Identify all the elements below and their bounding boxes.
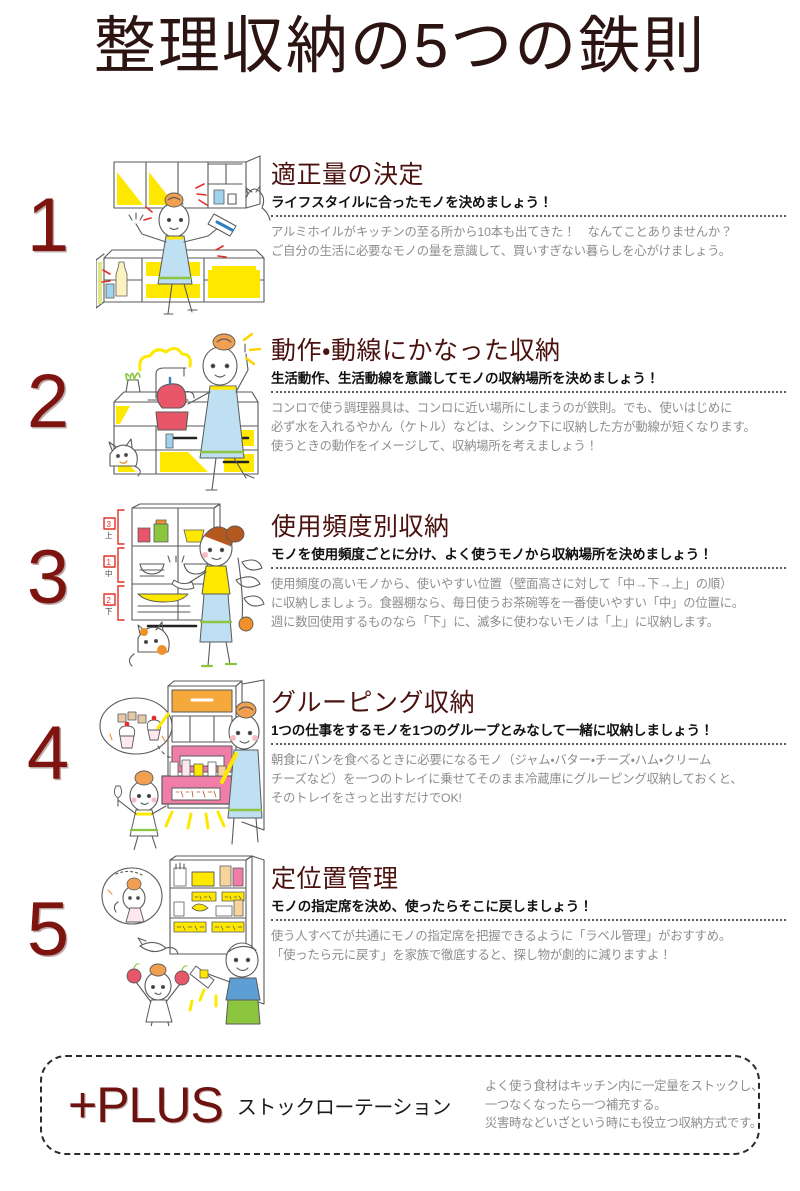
plus-label: ストックローテーション xyxy=(236,1096,452,1119)
page-title: 整理収納の5つの鉄則 xyxy=(93,12,707,81)
illustration-kitchen-cabinets-woman xyxy=(96,150,271,322)
rule-subtitle-1: ライフスタイルに合ったモノを決めましょう！ xyxy=(271,194,553,210)
rule-body-4: グルーピング収納 1つの仕事をするモノを1つのグループとみなして一緒に収納しまし… xyxy=(271,678,800,808)
rule-subtitle-4: 1つの仕事をするモノを1つのグループとみなして一緒に収納しましょう！ xyxy=(271,722,714,738)
plus-callout-box: +PLUS ストックローテーション よく使う食材はキッチン内に一定量をストックし… xyxy=(40,1055,763,1155)
svg-text:3: 3 xyxy=(107,520,112,529)
rule-subtitle-3: モノを使用頻度ごとに分け、よく使うモノから収納場所を決めましょう！ xyxy=(271,546,713,562)
rule-number-3: 3 xyxy=(26,535,70,620)
rule-heading-4: グルーピング収納 xyxy=(271,689,476,717)
plus-desc-line: 一つなくなったら一つ補充する。 xyxy=(484,1097,667,1112)
rule-desc-line: チーズなど）を一つのトレイに乗せてそのまま冷蔵庫にグルーピング収納しておくと、 xyxy=(271,772,743,787)
rules-list: 1 xyxy=(0,150,800,1030)
rule-desc-line: に収納しましょう。食器棚なら、毎日使うお茶碗等を一番使いやすい「中」の位置に。 xyxy=(271,596,744,611)
svg-text:1: 1 xyxy=(107,558,112,567)
illustration-cupboard-zones-woman: 3 1 2 上 中 下 xyxy=(96,502,271,674)
rule-number-1: 1 xyxy=(26,183,70,268)
rule-number-4: 4 xyxy=(26,711,70,796)
rule-divider-3 xyxy=(271,567,786,570)
rule-subtitle-5: モノの指定席を決め、使ったらそこに戻しましょう！ xyxy=(271,898,593,914)
rule-desc-2: コンロで使う調理器具は、コンロに近い場所にしまうのが鉄則。でも、使いはじめに 必… xyxy=(271,399,786,456)
rule-heading-2: 動作・動線にかなった収納 xyxy=(271,337,561,365)
rule-body-5: 定位置管理 モノの指定席を決め、使ったらそこに戻しましょう！ 使う人すべてが共通… xyxy=(271,854,800,965)
rule-desc-1: アルミホイルがキッチンの至る所から10本も出てきた！ なんてことありませんか？ … xyxy=(271,223,786,261)
rule-body-1: 適正量の決定 ライフスタイルに合ったモノを決めましょう！ アルミホイルがキッチン… xyxy=(271,150,800,261)
rule-heading-1: 適正量の決定 xyxy=(271,161,425,189)
rule-desc-line: ご自分の生活に必要なモノの量を意識して、買いすぎない暮らしを心がけましょう。 xyxy=(271,244,731,259)
rule-number-2: 2 xyxy=(26,359,70,444)
rule-item-4: 4 xyxy=(0,678,800,854)
rule-desc-5: 使う人すべてが共通にモノの指定席を把握できるように「ラベル管理」がおすすめ。 「… xyxy=(271,927,786,965)
rule-desc-line: 週に数回使用するものなら「下」に、滅多に使わないモノは「上」に収納します。 xyxy=(271,615,719,630)
rule-desc-line: 必ず水を入れるやかん（ケトル）などは、シンク下に収納した方が動線が短くなります。 xyxy=(271,420,756,435)
svg-text:中: 中 xyxy=(105,568,113,578)
rule-desc-line: コンロで使う調理器具は、コンロに近い場所にしまうのが鉄則。でも、使いはじめに xyxy=(271,401,733,416)
rule-subtitle-2: 生活動作、生活動線を意識してモノの収納場所を決めましょう！ xyxy=(271,370,660,386)
plus-description: よく使う食材はキッチン内に一定量をストックし、 一つなくなったら一つ補充する。 … xyxy=(485,1077,763,1132)
rule-divider-1 xyxy=(271,215,786,218)
rule-desc-4: 朝食にパンを食べるときに必要になるモノ（ジャム・バター・チーズ・ハム・クリーム … xyxy=(271,751,786,808)
rule-body-3: 使用頻度別収納 モノを使用頻度ごとに分け、よく使うモノから収納場所を決めましょう… xyxy=(271,502,800,632)
rule-desc-line: 使うときの動作をイメージして、収納場所を考えましょう！ xyxy=(271,439,598,454)
rule-desc-line: 使う人すべてが共通にモノの指定席を把握できるように「ラベル管理」がおすすめ。 xyxy=(271,929,731,944)
plus-badge: +PLUS xyxy=(68,1077,224,1133)
illustration-fridge-tray-mother-child xyxy=(96,678,271,850)
rule-item-5: 5 xyxy=(0,854,800,1030)
svg-text:上: 上 xyxy=(105,531,113,540)
rule-divider-4 xyxy=(271,743,786,746)
illustration-sink-kettle-woman xyxy=(96,326,271,498)
rule-heading-5: 定位置管理 xyxy=(271,865,399,893)
rule-divider-2 xyxy=(271,391,786,394)
rule-desc-line: そのトレイをさっと出すだけでOK! xyxy=(271,791,462,806)
rule-item-1: 1 xyxy=(0,150,800,326)
rule-item-3: 3 xyxy=(0,502,800,678)
rule-desc-3: 使用頻度の高いモノから、使いやすい位置（壁面高さに対して「中→下→上」の順） に… xyxy=(271,575,786,632)
rule-desc-line: 使用頻度の高いモノから、使いやすい位置（壁面高さに対して「中→下→上」の順） xyxy=(271,577,733,592)
plus-desc-line: よく使う食材はキッチン内に一定量をストックし、 xyxy=(484,1079,764,1094)
rule-desc-line: 朝食にパンを食べるときに必要になるモノ（ジャム・バター・チーズ・ハム・クリーム xyxy=(271,753,712,768)
rule-heading-3: 使用頻度別収納 xyxy=(271,513,450,541)
illustration-pantry-labels-family xyxy=(96,854,271,1026)
rule-body-2: 動作・動線にかなった収納 生活動作、生活動線を意識してモノの収納場所を決めましょ… xyxy=(271,326,800,456)
rule-number-5: 5 xyxy=(26,887,70,972)
rule-item-2: 2 xyxy=(0,326,800,502)
svg-text:2: 2 xyxy=(107,596,112,605)
svg-text:下: 下 xyxy=(105,607,113,616)
plus-desc-line: 災害時などいざという時にも役立つ収納方式です。 xyxy=(484,1116,762,1131)
rule-desc-line: アルミホイルがキッチンの至る所から10本も出てきた！ なんてことありませんか？ xyxy=(271,225,733,240)
rule-desc-line: 「使ったら元に戻す」を家族で徹底すると、探し物が劇的に減りますよ！ xyxy=(271,948,672,963)
rule-divider-5 xyxy=(271,919,786,922)
